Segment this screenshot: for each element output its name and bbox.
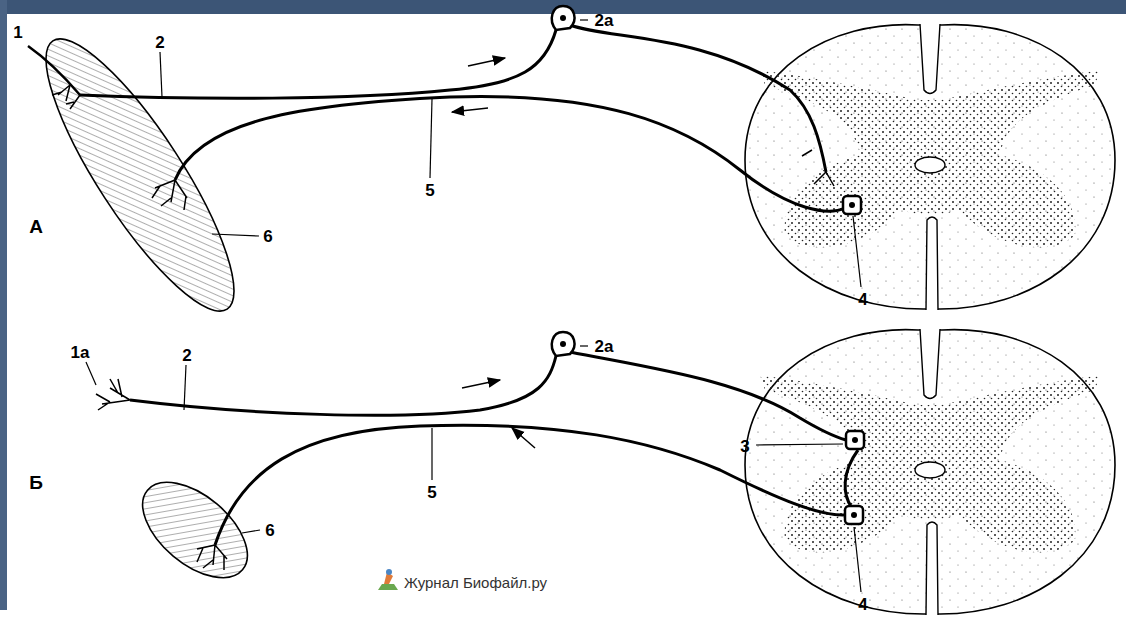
- callout-number: 2а: [595, 12, 614, 29]
- sensory-fiber: [80, 30, 556, 98]
- muscle: [126, 464, 265, 596]
- muscle: [18, 18, 263, 332]
- callout-number: 5: [427, 484, 436, 501]
- watermark-icon: [378, 569, 398, 590]
- direction-arrow: [512, 428, 535, 448]
- callout-number: 5: [425, 182, 434, 199]
- callout-number: 4: [858, 596, 867, 613]
- sensory-fiber: [570, 25, 826, 172]
- side-band: [0, 0, 7, 610]
- callout-number: 1а: [71, 344, 90, 361]
- muscle-spindle-fiber: [28, 46, 80, 95]
- spinal-ganglion: [552, 6, 575, 30]
- callout-number: 3: [740, 438, 749, 455]
- spinal-cord-section: [745, 329, 1115, 615]
- callout-number: 2: [155, 34, 164, 51]
- callout-number: 4: [858, 291, 867, 308]
- interneuron-axon: [845, 450, 858, 508]
- leader-lines: [160, 20, 861, 287]
- motor-neuron: [843, 196, 861, 214]
- leader-lines: [86, 346, 861, 592]
- spinal-cord-section: [745, 24, 1115, 310]
- direction-arrow: [468, 58, 505, 66]
- callout-number: 2а: [595, 338, 614, 355]
- sensory-fiber: [130, 356, 556, 415]
- callout-number: 2: [182, 347, 191, 364]
- direction-arrow: [452, 108, 488, 112]
- motor-fiber: [175, 96, 845, 211]
- callout-number: 1: [13, 24, 22, 41]
- interneuron: [846, 431, 864, 449]
- motor-neuron: [845, 506, 863, 524]
- callout-number: 6: [263, 228, 272, 245]
- watermark: Журнал Биофайл.ру: [404, 575, 547, 590]
- free-nerve-ending: [96, 379, 130, 410]
- callout-number: 6: [265, 522, 274, 539]
- direction-arrow: [462, 380, 500, 388]
- fiber-branches: [802, 150, 834, 186]
- panel-letter: Б: [29, 473, 43, 492]
- sensory-fiber: [570, 352, 846, 440]
- motor-endplate: [197, 545, 227, 570]
- motor-fiber: [215, 425, 845, 545]
- spinal-ganglion: [552, 332, 575, 356]
- receptor-ending: [52, 85, 80, 109]
- motor-endplate: [152, 180, 187, 210]
- panel-letter: А: [29, 217, 43, 236]
